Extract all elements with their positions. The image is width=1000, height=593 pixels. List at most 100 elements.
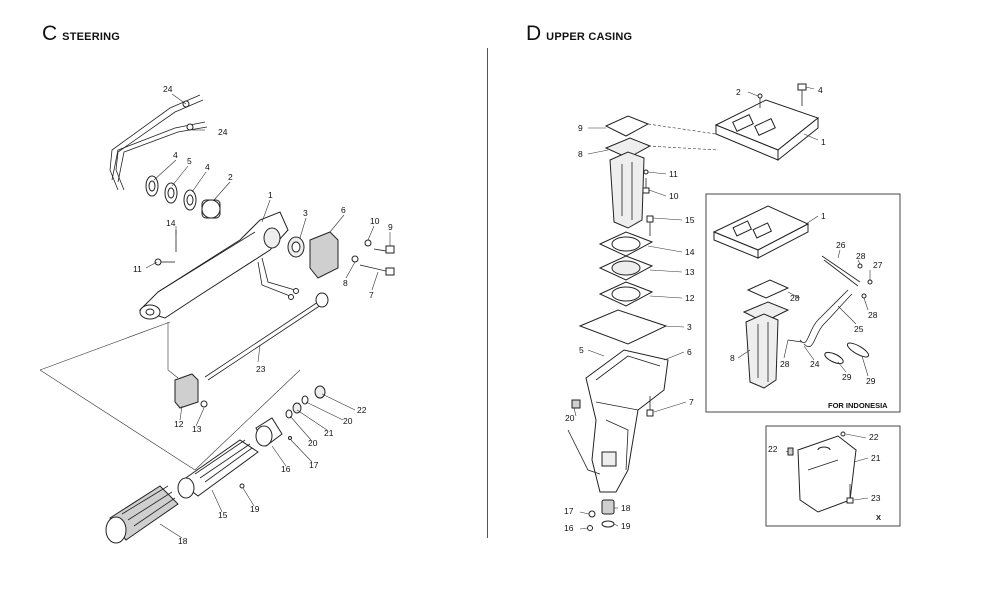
- steering-exploded-diagram: 24 24 4 5 4 2 1 3 6 10 9 14 11 8 7 23 22…: [39, 84, 395, 546]
- label-c-6: 6: [341, 205, 346, 215]
- label-c-12: 12: [174, 419, 184, 429]
- part-labels-c: 24 24 4 5 4 2 1 3 6 10 9 14 11 8 7 23 22…: [133, 84, 393, 546]
- label-d-15: 15: [685, 215, 695, 225]
- plate-bolts: [642, 169, 650, 194]
- label-d-29a: 29: [842, 372, 852, 382]
- top-cover: [714, 83, 820, 162]
- panel-divider: [487, 48, 488, 538]
- label-d-11: 11: [669, 169, 678, 179]
- label-c-4b: 4: [205, 162, 210, 172]
- grip-cap: [255, 417, 292, 447]
- label-c-21: 21: [324, 428, 334, 438]
- section-d-heading: D UPPER CASING: [526, 22, 632, 46]
- casing-bottom-parts: [587, 499, 615, 531]
- label-c-17: 17: [309, 460, 319, 470]
- section-c-heading: C STEERING: [42, 22, 120, 46]
- label-d-16: 16: [564, 523, 574, 533]
- grip-small-parts: [285, 385, 326, 419]
- label-d-25: 25: [854, 324, 864, 334]
- steering-washers: [145, 175, 221, 219]
- upper-casing-exploded-diagram: 2 4 9 1 8 11 10 15 14 13 12 3 5 6 7 20 1…: [564, 83, 901, 533]
- label-d-12: 12: [685, 293, 695, 303]
- label-d-22b: 22: [768, 444, 778, 454]
- label-d-1: 1: [821, 137, 826, 147]
- label-c-19: 19: [250, 504, 260, 514]
- label-leaders-d: [573, 86, 871, 530]
- casing-fasteners: [567, 396, 654, 475]
- inset-indonesia: [705, 193, 901, 413]
- label-c-13: 13: [192, 424, 202, 434]
- label-d-4: 4: [818, 85, 823, 95]
- steering-panel: C STEERING: [0, 0, 488, 593]
- throttle-grip: [105, 485, 179, 544]
- inset-caption-indonesia: FOR INDONESIA: [828, 401, 888, 410]
- label-c-23: 23: [256, 364, 266, 374]
- section-d-title: UPPER CASING: [546, 31, 633, 43]
- throttle-cables: [109, 94, 208, 191]
- section-c-letter: C: [42, 22, 58, 45]
- top-gasket-plate: [604, 115, 719, 229]
- section-c-title: STEERING: [62, 31, 121, 43]
- steering-shaft: [204, 292, 329, 381]
- label-d-inset-1: 1: [821, 211, 826, 221]
- label-d-19: 19: [621, 521, 631, 531]
- label-d-26: 26: [836, 240, 846, 250]
- label-d-10: 10: [669, 191, 679, 201]
- label-d-14: 14: [685, 247, 695, 257]
- mounting-plates: [598, 215, 654, 307]
- label-d-18: 18: [621, 503, 631, 513]
- label-c-10: 10: [370, 216, 380, 226]
- section-d-letter: D: [526, 22, 542, 45]
- label-d-20: 20: [565, 413, 575, 423]
- label-c-3: 3: [303, 208, 308, 218]
- label-d-24: 24: [810, 359, 820, 369]
- label-d-3: 3: [687, 322, 692, 332]
- label-c-20b: 20: [308, 438, 318, 448]
- label-c-2: 2: [228, 172, 233, 182]
- steering-arm: [139, 211, 299, 320]
- label-d-28a: 28: [856, 251, 866, 261]
- label-d-28c: 28: [790, 293, 800, 303]
- upper-casing: [585, 349, 669, 493]
- label-d-28d: 28: [780, 359, 790, 369]
- label-d-13: 13: [685, 267, 695, 277]
- label-c-22: 22: [357, 405, 367, 415]
- label-c-15: 15: [218, 510, 228, 520]
- label-d-27: 27: [873, 260, 883, 270]
- label-c-5: 5: [187, 156, 192, 166]
- inset-caption-x: X: [876, 513, 881, 522]
- label-c-4a: 4: [173, 150, 178, 160]
- label-d-5: 5: [579, 345, 584, 355]
- label-d-2: 2: [736, 87, 741, 97]
- label-c-24a: 24: [163, 84, 173, 94]
- label-c-24b: 24: [218, 127, 228, 137]
- label-d-inset-8: 8: [730, 353, 735, 363]
- label-c-8: 8: [343, 278, 348, 288]
- arm-fasteners: [154, 230, 395, 279]
- label-c-16: 16: [281, 464, 291, 474]
- upper-casing-panel: D UPPER CASING: [488, 0, 1000, 593]
- casing-gasket: [578, 309, 668, 345]
- label-d-6: 6: [687, 347, 692, 357]
- label-c-18: 18: [178, 536, 188, 546]
- label-c-11: 11: [133, 264, 142, 274]
- label-d-23: 23: [871, 493, 881, 503]
- label-c-1: 1: [268, 190, 273, 200]
- label-c-7: 7: [369, 290, 374, 300]
- inset-x: [765, 425, 901, 527]
- label-d-8: 8: [578, 149, 583, 159]
- label-c-20a: 20: [343, 416, 353, 426]
- label-d-9: 9: [578, 123, 583, 133]
- label-d-29b: 29: [866, 376, 876, 386]
- label-c-14: 14: [166, 218, 176, 228]
- label-leaders-c: [145, 93, 391, 539]
- label-d-28b: 28: [868, 310, 878, 320]
- throttle-tube: [177, 439, 259, 499]
- part-labels-d: 2 4 9 1 8 11 10 15 14 13 12 3 5 6 7 20 1…: [564, 85, 888, 533]
- label-d-7: 7: [689, 397, 694, 407]
- label-d-17: 17: [564, 506, 574, 516]
- label-d-21: 21: [871, 453, 881, 463]
- friction-block: [174, 373, 208, 409]
- label-c-9: 9: [388, 222, 393, 232]
- label-d-22a: 22: [869, 432, 879, 442]
